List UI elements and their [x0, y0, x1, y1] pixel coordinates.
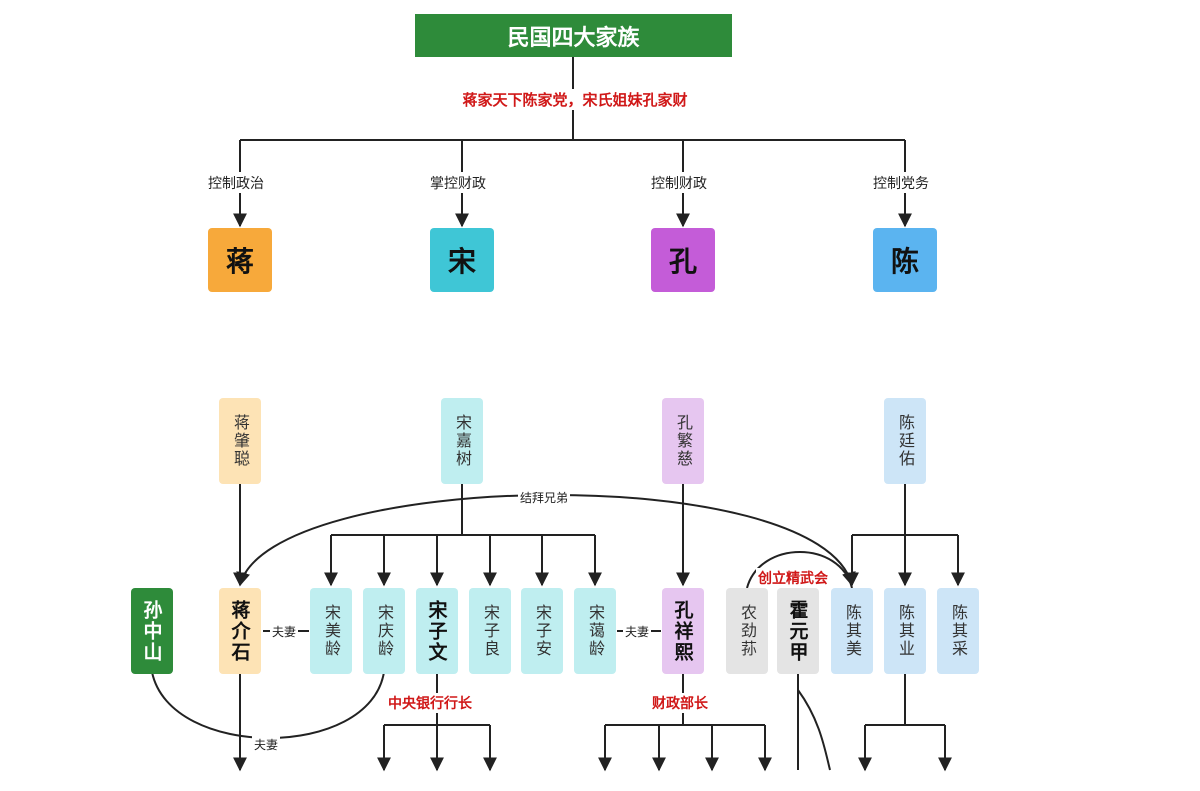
family-box-song: 宋 [430, 228, 494, 292]
person-song-qingling: 宋庆龄 [363, 588, 405, 674]
person-jiang-jieshi: 蒋介石 [219, 588, 261, 674]
jingwu-label: 创立精武会 [756, 568, 830, 588]
role-label-jiang: 控制政治 [206, 173, 266, 193]
person-huo-yuanjia: 霍元甲 [777, 588, 819, 674]
diagram-title: 民国四大家族 [415, 14, 732, 57]
person-jiang-zhaocong: 蒋肇聪 [219, 398, 261, 484]
family-box-kong: 孔 [651, 228, 715, 292]
person-song-ziwen: 宋子文 [416, 588, 458, 674]
post-central-bank: 中央银行行长 [386, 693, 474, 713]
role-label-kong: 控制财政 [649, 173, 709, 193]
person-song-ziliang: 宋子良 [469, 588, 511, 674]
person-song-jiashu: 宋嘉树 [441, 398, 483, 484]
person-chen-tingyou: 陈廷佑 [884, 398, 926, 484]
family-box-jiang: 蒋 [208, 228, 272, 292]
spouse-label-jiang: 夫妻 [270, 623, 299, 640]
person-song-meiling: 宋美龄 [310, 588, 352, 674]
family-box-chen: 陈 [873, 228, 937, 292]
person-song-ailing: 宋蔼龄 [574, 588, 616, 674]
person-chen-qicai: 陈其采 [937, 588, 979, 674]
person-kong-fanci: 孔繁慈 [662, 398, 704, 484]
person-nong-jinsun: 农劲荪 [726, 588, 768, 674]
spouse-label-sun: 夫妻 [252, 736, 281, 753]
post-finance-minister: 财政部长 [650, 693, 710, 713]
role-label-song: 掌控财政 [428, 173, 488, 193]
person-sun-zhongshan: 孙中山 [131, 588, 173, 674]
person-chen-qiye: 陈其业 [884, 588, 926, 674]
spouse-label-kong: 夫妻 [623, 623, 652, 640]
role-label-chen: 控制党务 [871, 173, 931, 193]
person-chen-qimei: 陈其美 [831, 588, 873, 674]
person-song-zian: 宋子安 [521, 588, 563, 674]
sworn-brothers-label: 结拜兄弟 [518, 489, 571, 506]
person-kong-xiangxi: 孔祥熙 [662, 588, 704, 674]
diagram-subtitle: 蒋家天下陈家党，宋氏姐妹孔家财 [430, 89, 720, 110]
